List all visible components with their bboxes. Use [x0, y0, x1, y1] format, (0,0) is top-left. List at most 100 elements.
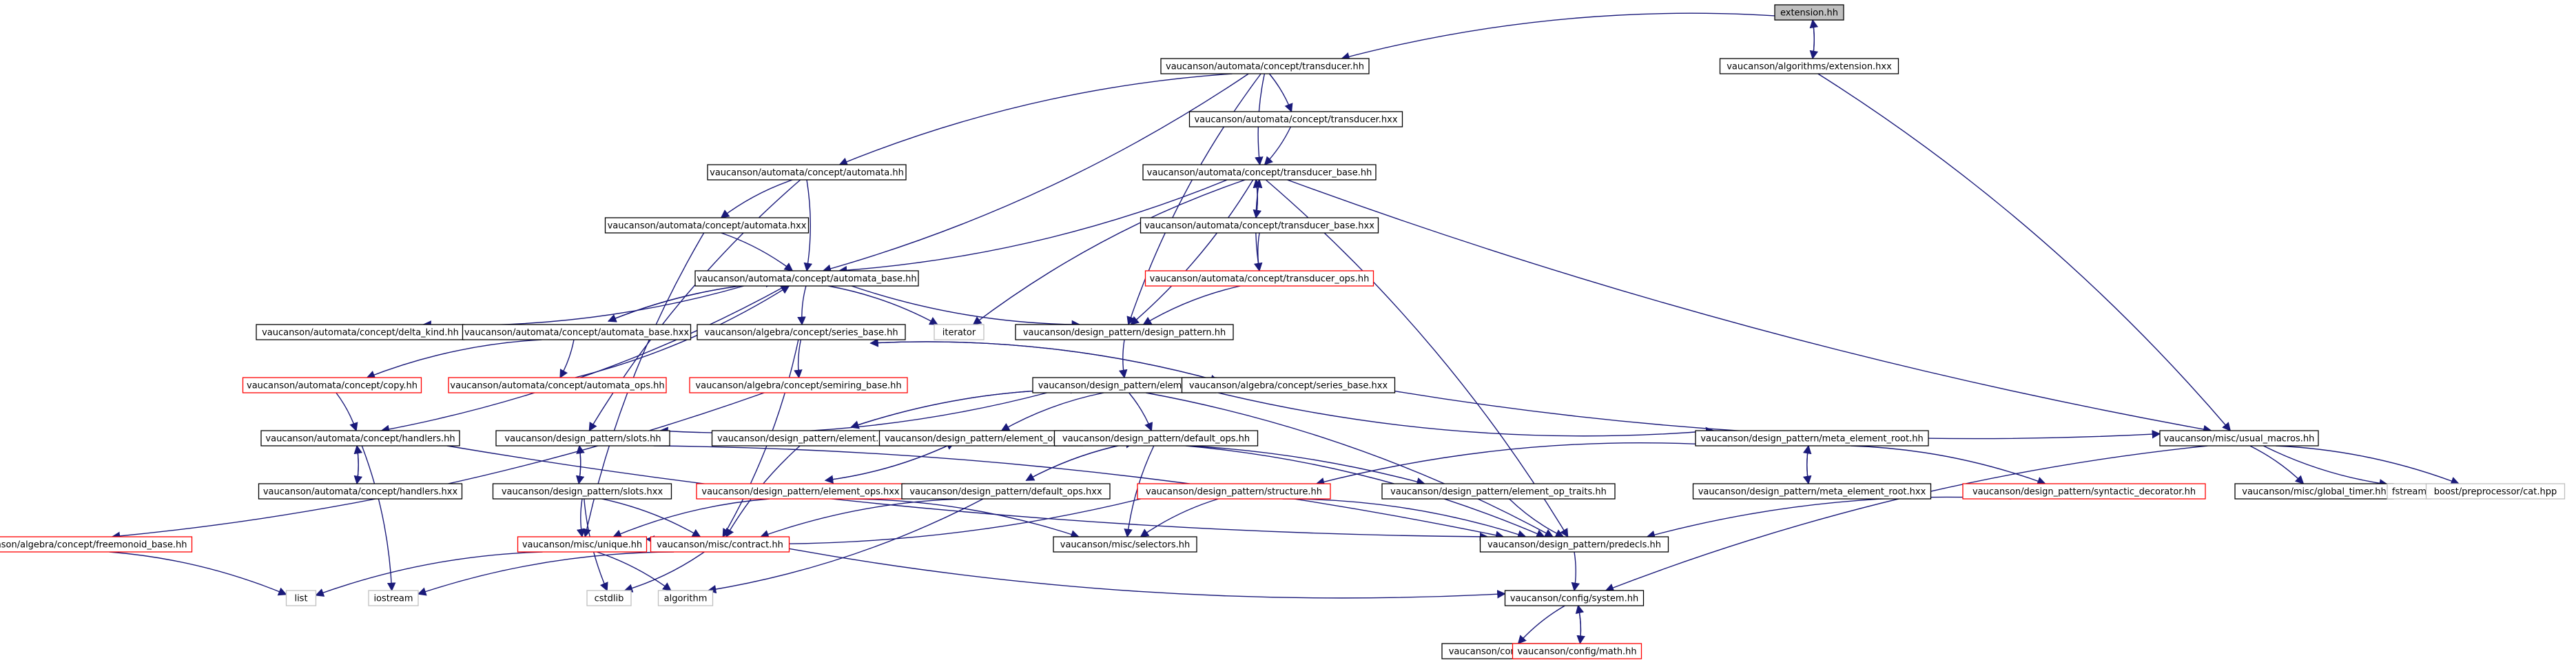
node-box[interactable] — [462, 324, 692, 340]
node-box[interactable] — [1160, 58, 1370, 74]
node-iterator[interactable]: iterator — [934, 324, 985, 340]
node-slots-hh[interactable]: vaucanson/design_pattern/slots.hh — [495, 430, 670, 447]
node-element-hxx[interactable]: vaucanson/design_pattern/element.hxx — [711, 430, 901, 447]
node-box[interactable] — [285, 590, 317, 606]
node-box[interactable] — [657, 590, 714, 606]
node-math-hh[interactable]: vaucanson/config/math.hh — [1512, 643, 1642, 659]
node-default-ops-hh[interactable]: vaucanson/design_pattern/default_ops.hh — [1053, 430, 1259, 447]
node-series-base-hh[interactable]: vaucanson/algebra/concept/series_base.hh — [697, 324, 906, 340]
node-series-base-hxx[interactable]: vaucanson/algebra/concept/series_base.hx… — [1181, 377, 1396, 393]
node-cstdlib[interactable]: cstdlib — [586, 590, 632, 606]
edge-default-ops-hxx-to-contract-hh — [760, 498, 965, 539]
node-box[interactable] — [689, 377, 908, 393]
edge-semiring-base-hh-to-freemonoid-base-hh — [111, 392, 765, 541]
node-box[interactable] — [258, 483, 463, 500]
node-automata-hxx[interactable]: vaucanson/automata/concept/automata.hxx — [604, 217, 810, 234]
node-delta-kind-hh[interactable]: vaucanson/automata/concept/delta_kind.hh — [256, 324, 465, 340]
node-box[interactable] — [1142, 164, 1377, 181]
node-automata-hh[interactable]: vaucanson/automata/concept/automata.hh — [707, 164, 907, 181]
node-handlers-hxx[interactable]: vaucanson/automata/concept/handlers.hxx — [258, 483, 463, 500]
node-meta-element-root-hxx[interactable]: vaucanson/design_pattern/meta_element_ro… — [1692, 483, 1932, 500]
node-predecls-hh[interactable]: vaucanson/design_pattern/predecls.hh — [1479, 536, 1669, 553]
node-semiring-base-hh[interactable]: vaucanson/algebra/concept/semiring_base.… — [689, 377, 908, 393]
node-label: vaucanson/config/system.hh — [1510, 594, 1638, 604]
node-fstream[interactable]: fstream — [2387, 483, 2432, 500]
node-boost-cast-hpp[interactable]: boost/preprocessor/cat.hpp — [2425, 483, 2566, 500]
node-box[interactable] — [0, 536, 193, 553]
node-default-ops-hxx[interactable]: vaucanson/design_pattern/default_ops.hxx — [901, 483, 1111, 500]
node-box[interactable] — [1140, 217, 1379, 234]
node-freemonoid-base-hh[interactable]: vaucanson/algebra/concept/freemonoid_bas… — [0, 536, 193, 553]
node-box[interactable] — [1053, 536, 1197, 553]
node-box[interactable] — [694, 270, 919, 287]
node-box[interactable] — [1181, 377, 1396, 393]
node-box[interactable] — [1188, 111, 1403, 127]
node-box[interactable] — [1962, 483, 2206, 500]
node-box[interactable] — [1479, 536, 1669, 553]
node-extension-hh[interactable]: extension.hh — [1774, 4, 1844, 21]
node-box[interactable] — [448, 377, 667, 393]
edge-contract-hh-to-system-hh — [789, 548, 1506, 599]
node-design-pattern-hh[interactable]: vaucanson/design_pattern/design_pattern.… — [1015, 324, 1234, 340]
node-box[interactable] — [1695, 430, 1929, 447]
node-element-ops-hxx[interactable]: vaucanson/design_pattern/element_ops.hxx — [696, 483, 905, 500]
node-element-hh[interactable]: vaucanson/design_pattern/element.hh — [1032, 377, 1217, 393]
node-algo-extension-hxx[interactable]: vaucanson/algorithms/extension.hxx — [1719, 58, 1899, 74]
node-selectors-hh[interactable]: vaucanson/misc/selectors.hh — [1053, 536, 1197, 553]
node-box[interactable] — [1015, 324, 1234, 340]
node-slots-hxx[interactable]: vaucanson/design_pattern/slots.hxx — [492, 483, 672, 500]
node-element-ops-hh[interactable]: vaucanson/design_pattern/element_ops.hh — [878, 430, 1084, 447]
node-box[interactable] — [901, 483, 1111, 500]
node-usual-macros-hh[interactable]: vaucanson/misc/usual_macros.hh — [2159, 430, 2319, 447]
node-automata-base-hxx[interactable]: vaucanson/automata/concept/automata_base… — [462, 324, 692, 340]
node-box[interactable] — [604, 217, 810, 234]
node-transducer-base-hxx[interactable]: vaucanson/automata/concept/transducer_ba… — [1140, 217, 1379, 234]
node-box[interactable] — [368, 590, 419, 606]
node-transducer-base-hh[interactable]: vaucanson/automata/concept/transducer_ba… — [1142, 164, 1377, 181]
node-contract-hh[interactable]: vaucanson/misc/contract.hh — [650, 536, 790, 553]
node-box[interactable] — [1144, 270, 1374, 287]
node-box[interactable] — [650, 536, 790, 553]
node-box[interactable] — [586, 590, 632, 606]
node-automata-base-hh[interactable]: vaucanson/automata/concept/automata_base… — [694, 270, 919, 287]
node-box[interactable] — [495, 430, 670, 447]
node-label: vaucanson/design_pattern/meta_element_ro… — [1698, 487, 1926, 497]
node-global-timer-hh[interactable]: vaucanson/misc/global_timer.hh — [2234, 483, 2394, 500]
node-box[interactable] — [260, 430, 460, 447]
node-system-hh[interactable]: vaucanson/config/system.hh — [1504, 590, 1645, 606]
node-transducer-ops-hh[interactable]: vaucanson/automata/concept/transducer_op… — [1144, 270, 1374, 287]
node-handlers-hh[interactable]: vaucanson/automata/concept/handlers.hh — [260, 430, 460, 447]
node-syntactic-decorator-hh[interactable]: vaucanson/design_pattern/syntactic_decor… — [1962, 483, 2206, 500]
node-box[interactable] — [1053, 430, 1259, 447]
node-list[interactable]: list — [285, 590, 317, 606]
node-label: cstdlib — [595, 594, 624, 604]
node-box[interactable] — [2425, 483, 2566, 500]
edge-default-ops-hxx-to-algorithm — [707, 498, 984, 594]
node-box[interactable] — [1512, 643, 1642, 659]
node-structure-hh[interactable]: vaucanson/design_pattern/structure.hh — [1137, 483, 1331, 500]
node-copy-hh[interactable]: vaucanson/automata/concept/copy.hh — [242, 377, 422, 393]
node-box[interactable] — [1504, 590, 1645, 606]
node-box[interactable] — [1381, 483, 1616, 500]
node-automata-ops-hh[interactable]: vaucanson/automata/concept/automata_ops.… — [448, 377, 667, 393]
node-box[interactable] — [242, 377, 422, 393]
node-box[interactable] — [1137, 483, 1331, 500]
edge-element-ops-hh-to-element-ops-hxx — [824, 442, 955, 484]
node-unique-hh[interactable]: vaucanson/misc/unique.hh — [517, 536, 648, 553]
node-box[interactable] — [2159, 430, 2319, 447]
node-box[interactable] — [707, 164, 907, 181]
node-box[interactable] — [1774, 4, 1844, 21]
node-transducer-hh[interactable]: vaucanson/automata/concept/transducer.hh — [1160, 58, 1370, 74]
node-box[interactable] — [492, 483, 672, 500]
node-element-op-traits-hh[interactable]: vaucanson/design_pattern/element_op_trai… — [1381, 483, 1616, 500]
node-iostream[interactable]: iostream — [368, 590, 419, 606]
node-label: vaucanson/automata/concept/automata_ops.… — [450, 381, 664, 391]
node-box[interactable] — [697, 324, 906, 340]
node-box[interactable] — [1719, 58, 1899, 74]
node-transducer-hxx[interactable]: vaucanson/automata/concept/transducer.hx… — [1188, 111, 1403, 127]
node-meta-element-root-hh[interactable]: vaucanson/design_pattern/meta_element_ro… — [1695, 430, 1929, 447]
node-algorithm[interactable]: algorithm — [657, 590, 714, 606]
node-box[interactable] — [934, 324, 985, 340]
node-box[interactable] — [1692, 483, 1932, 500]
node-box[interactable] — [517, 536, 648, 553]
